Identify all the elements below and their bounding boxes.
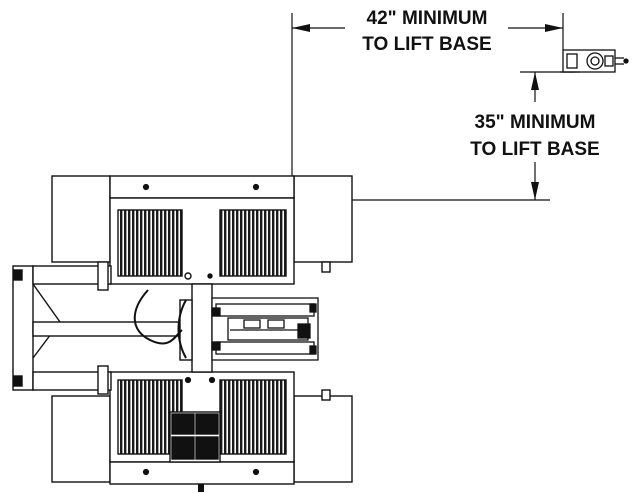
upper-arm: [32, 265, 112, 285]
horizontal-dimension-line1: 42" MINIMUM: [367, 8, 488, 29]
vertical-dimension-line1: 35" MINIMUM: [475, 112, 596, 133]
horizontal-dimension: [291, 13, 564, 200]
arrowhead-left: [292, 24, 310, 32]
upper-carriage-top: [109, 175, 295, 199]
center-spine: [133, 283, 213, 373]
arrowhead-bottom: [531, 182, 539, 200]
power-unit-icon: [560, 49, 629, 73]
vertical-dimension-line2: TO LIFT BASE: [470, 139, 599, 160]
upper-right-grille: [219, 209, 287, 277]
lower-carriage-bottom: [109, 461, 295, 485]
horizontal-dimension-line2: TO LIFT BASE: [362, 34, 491, 55]
lift-arm-frame: [12, 261, 184, 395]
lower-arm: [32, 371, 112, 391]
center-beam: [32, 321, 184, 337]
cable-tray: [211, 297, 319, 361]
upper-left-grille: [117, 209, 183, 277]
lower-right-grille: [219, 379, 287, 455]
lower-left-pad: [51, 395, 111, 483]
upper-left-pad: [51, 175, 111, 263]
lower-column-assembly: [51, 371, 353, 492]
arm-end-beam: [12, 265, 34, 391]
upper-right-pad: [293, 175, 353, 263]
upper-column-assembly: [51, 175, 353, 285]
lower-right-pad: [293, 395, 353, 483]
arrowhead-right: [545, 24, 563, 32]
arrowhead-top: [531, 72, 539, 90]
